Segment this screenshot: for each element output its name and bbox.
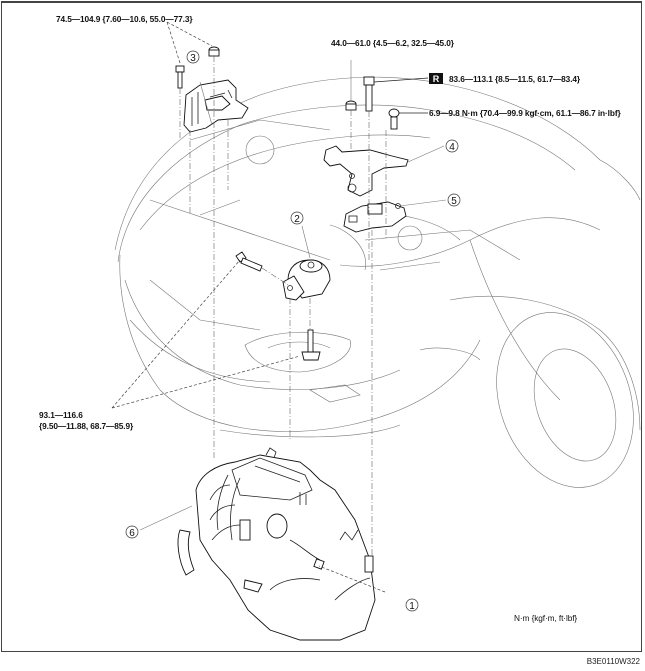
torque-mount2-bolts-line1: 93.1—116.6 xyxy=(39,410,83,420)
engine-mount-no1[interactable] xyxy=(343,201,407,233)
leader-callout-3 xyxy=(199,81,213,126)
callout-6: 6 xyxy=(125,525,139,539)
svg-text:5: 5 xyxy=(451,196,457,207)
callout-3: 3 xyxy=(186,50,200,64)
svg-text:2: 2 xyxy=(294,214,300,225)
figure-code: B3E0110W322 xyxy=(587,657,641,666)
callout-1: 1 xyxy=(405,598,419,612)
svg-text:6: 6 xyxy=(129,528,135,539)
nut-mount3[interactable] xyxy=(208,46,220,57)
leader-callout-2 xyxy=(301,225,311,259)
svg-text:R: R xyxy=(433,74,440,84)
bolt-mount2-horizontal[interactable] xyxy=(235,251,263,272)
engine-mount-no3[interactable] xyxy=(183,79,249,133)
callout-4: 4 xyxy=(445,139,459,153)
leader-callout-6 xyxy=(139,505,193,531)
units-note: N·m {kgf·m, ft·lbf} xyxy=(514,613,577,623)
torque-mount2-bolts-line2: {9.50—11.88, 68.7—85.9} xyxy=(39,421,134,431)
callout-5: 5 xyxy=(447,193,461,207)
torque-mount3-fasteners: 74.5—104.9 {7.60—10.6, 55.0—77.3} xyxy=(56,14,193,24)
torque-bolt-small: 6.9—9.8 N·m {70.4—99.9 kgf·cm, 61.1—86.7… xyxy=(429,108,622,118)
nut-upper[interactable] xyxy=(345,100,357,111)
svg-text:1: 1 xyxy=(409,601,415,612)
engine-mount-no2[interactable] xyxy=(282,259,331,301)
leader-bolt-replace xyxy=(373,77,429,83)
leader-mount3-torque xyxy=(166,21,213,64)
leader-callout-5 xyxy=(399,199,447,207)
svg-text:3: 3 xyxy=(190,53,196,64)
diagram-frame xyxy=(1,1,642,652)
torque-nut-upper: 44.0—61.0 {4.5—6.2, 32.5—45.0} xyxy=(331,38,455,48)
engine-mount-bracket[interactable] xyxy=(323,145,409,197)
guide-line xyxy=(261,267,291,287)
bolt-mount3[interactable] xyxy=(175,65,185,89)
leader-mount2-torque xyxy=(111,259,301,409)
leader-callout-1 xyxy=(318,565,386,593)
replace-badge: R xyxy=(429,73,443,84)
torque-bolt-replace: 83.6—113.1 {8.5—11.5, 61.7—83.4} xyxy=(449,74,581,84)
bolt-small[interactable] xyxy=(388,108,400,130)
leader-callout-4 xyxy=(407,145,445,163)
callout-2: 2 xyxy=(290,211,304,225)
bolt-mount2-vertical[interactable] xyxy=(301,329,321,361)
bolt-replace[interactable] xyxy=(363,76,375,112)
engine-assembly[interactable] xyxy=(177,447,376,641)
svg-text:4: 4 xyxy=(449,142,455,153)
vehicle-body-outline xyxy=(114,76,641,488)
